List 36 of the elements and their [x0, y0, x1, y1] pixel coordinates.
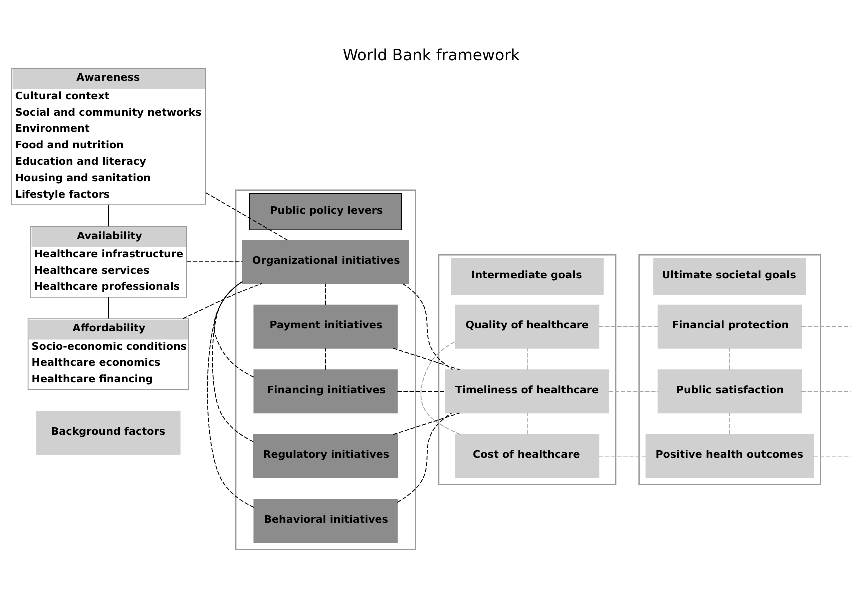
node-box: Financial protection — [658, 304, 802, 349]
connector — [325, 348, 326, 370]
connector — [598, 456, 647, 457]
connector — [402, 283, 454, 370]
connector — [212, 281, 254, 442]
diagram-title: World Bank framework — [342, 46, 520, 64]
connector — [214, 281, 255, 378]
connector — [801, 391, 852, 392]
node-box: Behavioral initiatives — [254, 499, 398, 544]
node-box: Background factors — [36, 411, 181, 456]
connector — [205, 192, 288, 241]
node-box: Regulatory initiatives — [253, 434, 398, 478]
connector — [813, 456, 852, 457]
connector — [527, 348, 528, 370]
connector — [598, 326, 659, 328]
connector — [801, 326, 852, 328]
node-box: Cost of healthcare — [455, 434, 600, 478]
node-box: Positive health outcomes — [646, 434, 814, 478]
connector — [108, 204, 110, 228]
connector — [393, 412, 460, 436]
connector — [182, 283, 263, 320]
node-box: Payment initiatives — [254, 304, 398, 349]
connector — [325, 283, 326, 306]
node-box: Financing initiatives — [254, 370, 398, 414]
connector — [393, 348, 460, 370]
node-box: Quality of healthcare — [455, 304, 600, 349]
connector — [397, 412, 452, 504]
node-box: Public satisfaction — [658, 370, 802, 414]
node-box: Organizational initiatives — [242, 240, 410, 284]
connector — [420, 341, 461, 436]
connector — [608, 391, 659, 392]
connector — [527, 413, 528, 436]
connector — [397, 391, 446, 392]
node-box: Timeliness of healthcare — [445, 370, 610, 414]
connector — [207, 281, 255, 508]
connector — [108, 297, 110, 320]
